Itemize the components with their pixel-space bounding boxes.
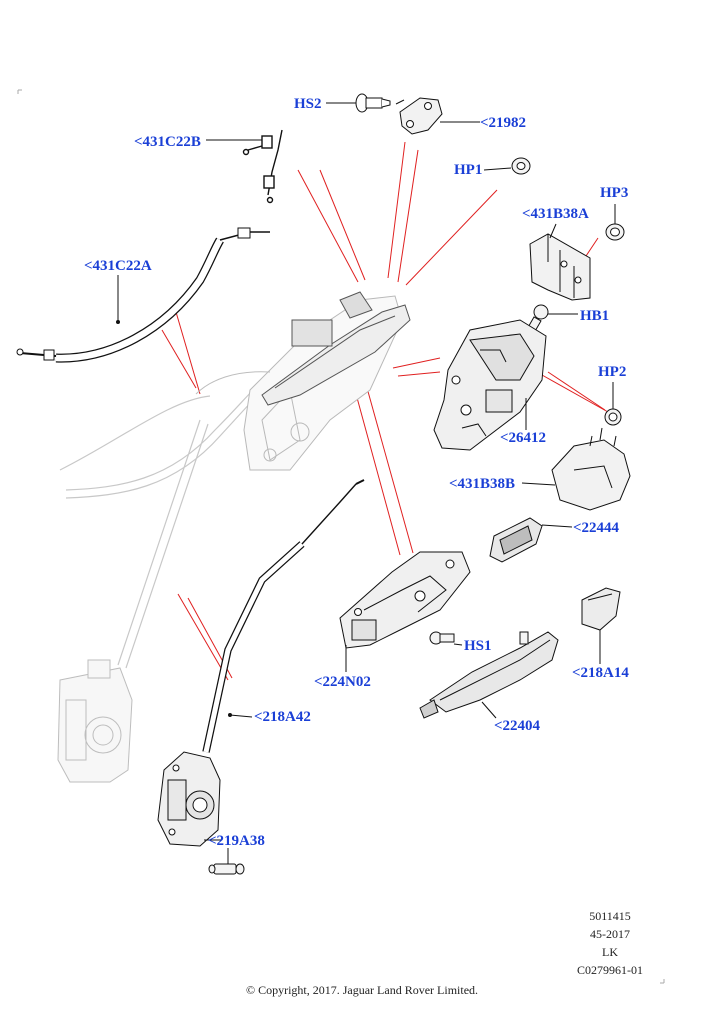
callout-hs2: HS2 <box>294 96 322 112</box>
callout-431b38a: <431B38A <box>522 206 589 222</box>
callout-22444: <22444 <box>573 520 620 536</box>
callout-431c22b: <431C22B <box>134 134 201 150</box>
callout-431c22a: <431C22A <box>84 258 152 274</box>
cable-431c22a <box>16 227 270 363</box>
corner-mark <box>660 979 665 984</box>
callout-hp2: HP2 <box>598 364 627 380</box>
latch-26412 <box>433 319 547 451</box>
callout-218a42: <218A42 <box>254 709 311 725</box>
callout-431b38b: <431B38B <box>449 476 516 492</box>
leader-22404 <box>481 701 497 719</box>
handle-assembly-top <box>261 291 411 406</box>
leader-dot <box>116 320 120 324</box>
callout-22404: <22404 <box>494 718 541 734</box>
bolt-hs2 <box>355 93 391 113</box>
leader-22444 <box>541 524 573 528</box>
cover-431b38a <box>529 233 591 301</box>
leader-hs1 <box>453 643 463 646</box>
callout-218a14: <218A14 <box>572 665 629 681</box>
callout-21982: <21982 <box>480 115 527 131</box>
latch-lower <box>157 751 221 847</box>
cable-218a42 <box>202 479 365 753</box>
corner-mark <box>17 89 22 94</box>
leader-hp1 <box>483 167 512 171</box>
pin-219a38 <box>208 863 245 875</box>
meta-date: 45-2017 <box>590 927 630 941</box>
leader-dot <box>228 713 232 717</box>
meta-illustration-id: C0279961-01 <box>577 963 643 977</box>
plug-hp1 <box>511 157 531 175</box>
cable-431c22b <box>242 129 283 204</box>
striker-21982 <box>395 97 443 135</box>
callout-hb1: HB1 <box>580 308 610 324</box>
leader-218a42 <box>229 714 253 718</box>
carrier-224n02 <box>339 551 471 649</box>
plug-hp3 <box>605 223 625 241</box>
handle-22404 <box>419 631 559 719</box>
callout-219a38: <219A38 <box>208 833 265 849</box>
illustration-meta: 5011415 45-2017 LK C0279961-01 <box>560 910 660 982</box>
callout-hp1: HP1 <box>454 162 483 178</box>
leader-431b38b <box>521 482 556 486</box>
copyright-notice: © Copyright, 2017. Jaguar Land Rover Lim… <box>245 983 479 997</box>
cap-218a14 <box>581 587 621 631</box>
screw-hs1 <box>429 631 455 645</box>
ghost-cable-upper <box>195 371 271 395</box>
callout-hs1: HS1 <box>464 638 492 654</box>
meta-code: 5011415 <box>589 909 631 923</box>
ghost-latch-lower-left <box>57 659 133 783</box>
bezel-22444 <box>489 517 543 563</box>
meta-market: LK <box>602 945 618 959</box>
plug-hp2 <box>604 408 622 426</box>
ghost-cable-lower <box>59 377 271 669</box>
callout-26412: <26412 <box>500 430 547 446</box>
callout-hp3: HP3 <box>600 185 629 201</box>
cover-431b38b <box>551 427 631 511</box>
leader-431b38a <box>549 223 557 239</box>
callout-224n02: <224N02 <box>314 674 371 690</box>
